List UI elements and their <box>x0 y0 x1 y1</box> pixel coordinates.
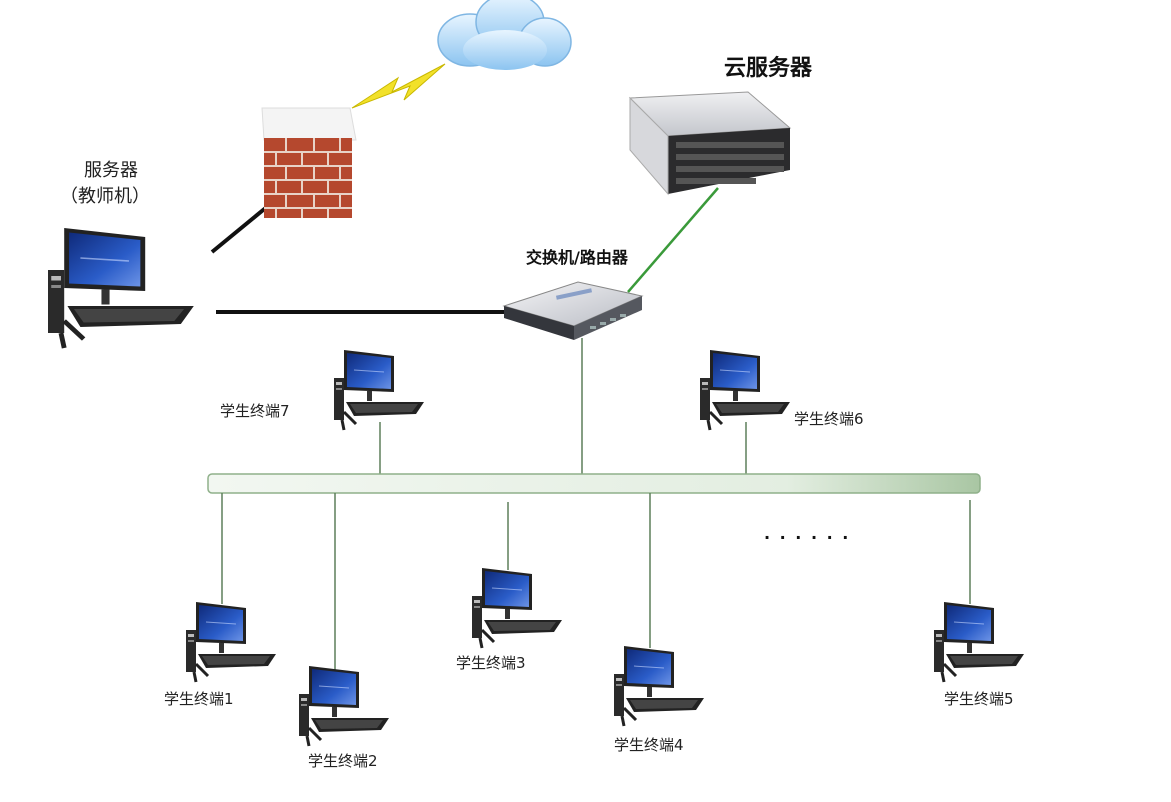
teacher-computer-icon <box>48 228 194 348</box>
terminal-5-label: 学生终端5 <box>944 690 1014 708</box>
terminal-5-computer-icon <box>932 600 1026 684</box>
terminal-6-computer-icon <box>698 348 792 432</box>
terminal-2-computer-icon <box>297 664 391 748</box>
network-bus <box>207 473 981 494</box>
terminal-1-label: 学生终端1 <box>164 690 234 708</box>
terminal-1-computer-icon <box>184 600 278 684</box>
cloud-server-label: 云服务器 <box>724 56 813 81</box>
rack-server-icon <box>628 91 792 196</box>
teacher-server-label: 服务器 <box>84 160 138 181</box>
terminal-4-computer-icon <box>612 644 706 728</box>
link-cloudserver-switch <box>627 187 719 293</box>
terminal-6-label: 学生终端6 <box>794 410 864 428</box>
link-firewall-teacher <box>210 204 270 254</box>
terminal-7-label: 学生终端7 <box>220 402 290 420</box>
terminal-3-computer-icon <box>470 566 564 650</box>
switch-icon <box>502 281 644 340</box>
terminal-7-computer-icon <box>332 348 426 432</box>
teacher-server-sublabel: （教师机） <box>60 186 150 207</box>
firewall-icon <box>261 107 357 218</box>
terminal-3-label: 学生终端3 <box>456 654 526 672</box>
terminal-2-label: 学生终端2 <box>308 752 378 770</box>
switch-router-label: 交换机/路由器 <box>526 248 628 267</box>
lightning-icon <box>351 63 446 109</box>
more-terminals-ellipsis: · · · · · · <box>764 528 851 547</box>
cloud-icon <box>437 0 572 70</box>
terminal-4-label: 学生终端4 <box>614 736 684 754</box>
